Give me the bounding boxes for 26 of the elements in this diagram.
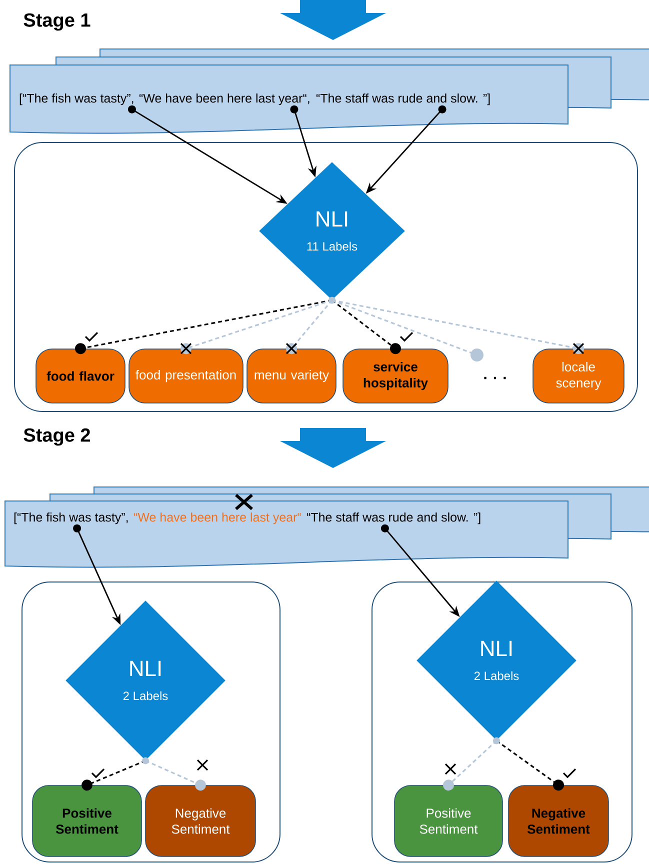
- sentence: [“The fish was tasty”,: [20, 93, 134, 106]
- panel-frame: [372, 582, 632, 862]
- document-stack: [4, 486, 649, 568]
- label-box: Positive Sentiment: [32, 785, 142, 857]
- sentence: “The staff was rude and slow. ”]: [306, 512, 480, 524]
- sentence: “The staff was rude and slow. ”]: [316, 93, 490, 106]
- sentence: “We have been here last year“: [134, 512, 301, 524]
- connector: [443, 740, 498, 791]
- label-box: menu variety: [246, 348, 336, 404]
- label-box: food flavor: [36, 348, 126, 404]
- panel-frame: [22, 582, 280, 862]
- label-box: Positive Sentiment: [394, 785, 503, 857]
- label-box: Negative Sentiment: [145, 785, 256, 857]
- sentence: [“The fish was tasty”,: [14, 512, 128, 524]
- label-box: service hospitality: [342, 348, 448, 404]
- label-box: Negative Sentiment: [508, 785, 609, 857]
- label-box: locale scenery: [532, 348, 624, 404]
- sentence: “We have been here last year“,: [139, 93, 310, 106]
- document-stack: [10, 48, 649, 134]
- connector: [496, 740, 564, 791]
- panel-frame: [14, 142, 638, 412]
- label-box: food presentation: [128, 348, 244, 404]
- stage-heading: Stage 2: [24, 428, 90, 446]
- ellipsis: . . .: [484, 376, 506, 380]
- stage-heading: Stage 1: [24, 13, 90, 31]
- connector: [332, 300, 401, 354]
